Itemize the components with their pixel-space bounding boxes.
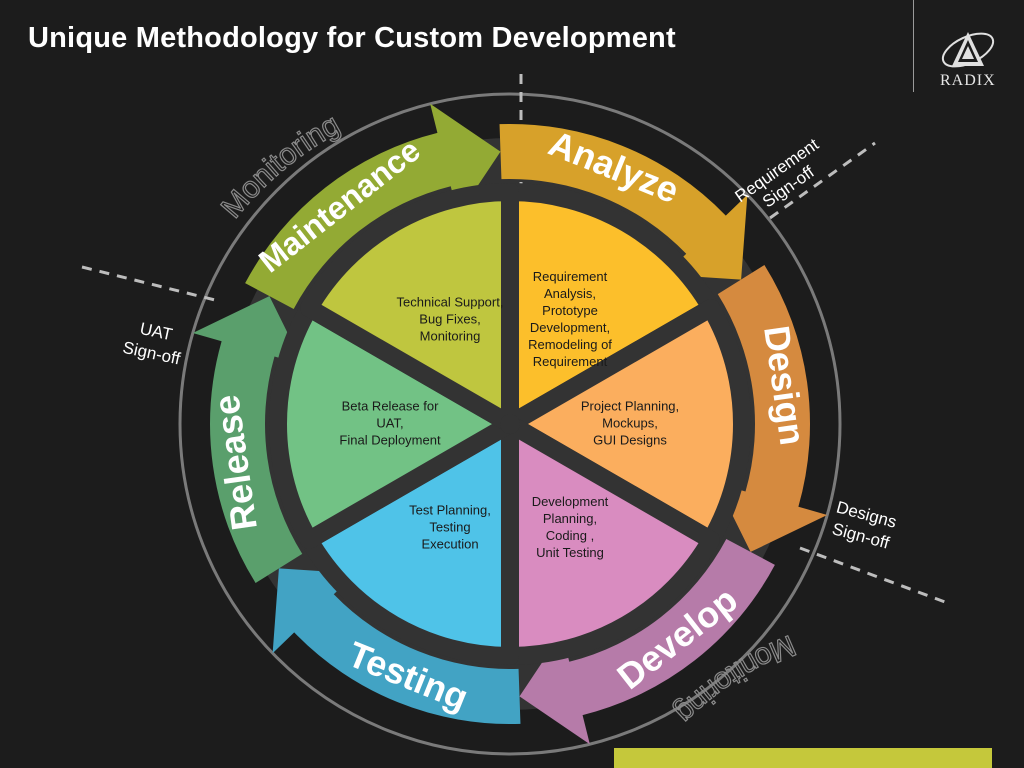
wedge-analyze [501,183,720,433]
wedge-line: Remodeling of [528,337,612,352]
uat-signoff-label: UAT Sign-off [121,319,182,369]
svg-text:UAT: UAT [138,319,174,344]
requirement-signoff-line [769,141,876,220]
arrow-release [192,296,304,583]
wedge-line: Technical Support, [397,295,504,310]
designs-signoff-label: Designs Sign-off [830,498,898,553]
center-hub [500,414,520,434]
wedge-text-design: Project Planning, Mockups, GUI Designs [581,398,679,447]
wedge-line: Unit Testing [536,545,604,560]
requirement-signoff-label: Requirement Sign-off [732,135,823,212]
wedge-line: Test Planning, [409,502,491,517]
wedge-line: Coding , [546,528,594,543]
wedge-line: Requirement [533,269,608,284]
wedge-line: GUI Designs [593,432,667,447]
wedge-line: Requirement [533,354,608,369]
radix-logo-icon [941,32,995,68]
wedge-release [269,299,519,549]
wedge-text-analyze: RequirementAnalysis,PrototypeDevelopment… [528,269,612,369]
wedge-testing [300,415,519,665]
wedge-text-maintenance: Technical Support, Bug Fixes, Monitoring [397,295,504,344]
header-divider [913,0,914,92]
bottom-accent-bar [614,748,992,768]
wedge-line: Project Planning, [581,398,679,413]
arrow-analyze [499,124,748,280]
wedge-maintenance [300,183,519,433]
arrow-design [716,265,828,552]
wedge-line: Bug Fixes, [419,312,480,327]
wedge-line: Development, [530,320,610,335]
wedge-line: Development [532,494,609,509]
wedge-design [501,299,751,549]
arrow-maintenance [245,103,501,309]
arrow-develop [519,539,775,745]
wedge-line: Beta Release for [342,398,440,413]
wedge-line: Prototype [542,303,598,318]
wedge-line: Planning, [543,511,597,526]
designs-signoff-line [799,546,946,604]
wedge-develop [501,415,720,665]
wedge-line: Execution [421,536,478,551]
outer-ring [178,92,842,756]
uat-signoff-line [81,265,216,302]
arrow-testing [272,568,521,724]
wedge-line: Mockups, [602,415,658,430]
wedge-line: Testing [429,519,470,534]
svg-text:Sign-off: Sign-off [121,338,182,369]
wedge-line: Analysis, [544,286,596,301]
logo-text: RADIX [940,72,996,89]
wedge-line: UAT, [376,415,403,430]
page-title: Unique Methodology for Custom Developmen… [28,22,676,54]
wedge-line: Monitoring [420,329,481,344]
wedge-line: Final Deployment [339,432,441,447]
